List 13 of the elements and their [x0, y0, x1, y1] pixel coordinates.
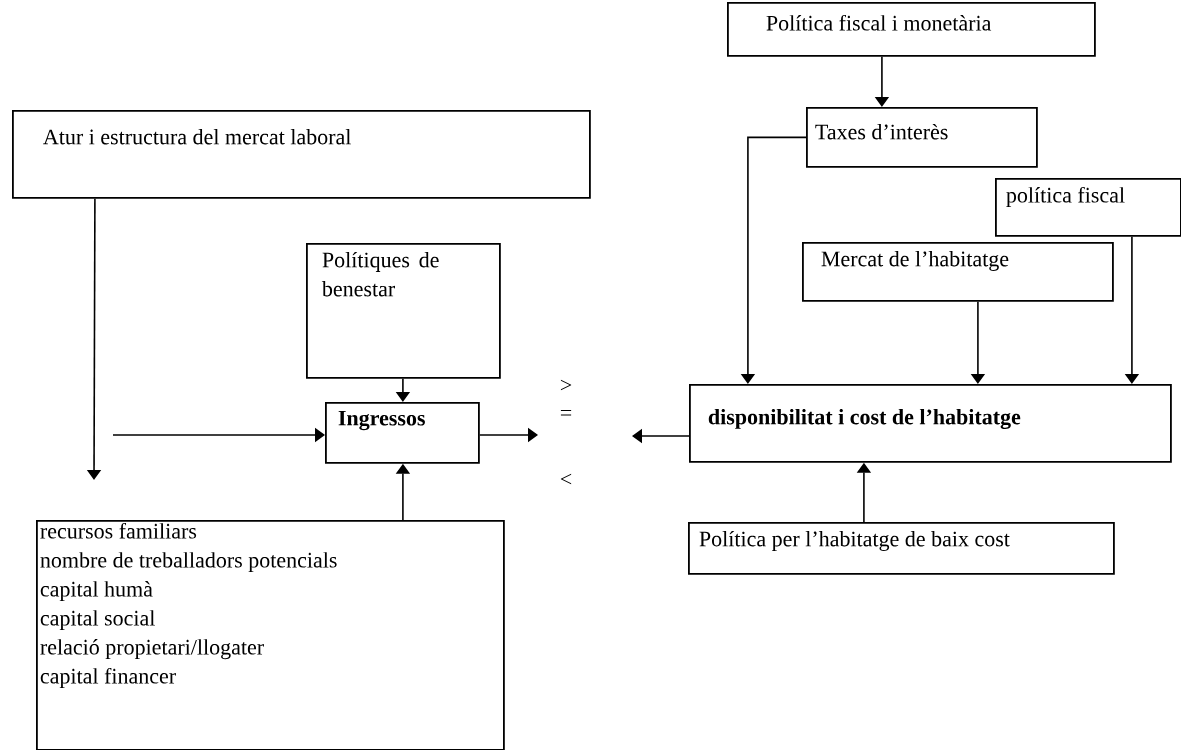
- text-box: recursos familiars nombre de treballadors potencials capital humà capital social relació propietari/llogater capital financer: [36, 520, 505, 750]
- comparison-sign: =: [560, 410, 572, 416]
- text-box: Política fiscal i monetària: [727, 2, 1096, 57]
- text-box: Atur i estructura del mercat laboral: [12, 110, 591, 199]
- text-box: Polítiques de benestar: [306, 243, 501, 379]
- text-box: Ingressos: [325, 402, 480, 464]
- text-box: disponibilitat i cost de l’habitatge: [689, 384, 1172, 463]
- text-box: Taxes d’interès: [806, 107, 1038, 168]
- comparison-sign: <: [560, 473, 572, 485]
- comparison-sign: >: [560, 379, 572, 391]
- text-box: Mercat de l’habitatge: [802, 242, 1114, 302]
- text-box: política fiscal: [995, 178, 1181, 237]
- text-box: Política per l’habitatge de baix cost: [688, 522, 1115, 575]
